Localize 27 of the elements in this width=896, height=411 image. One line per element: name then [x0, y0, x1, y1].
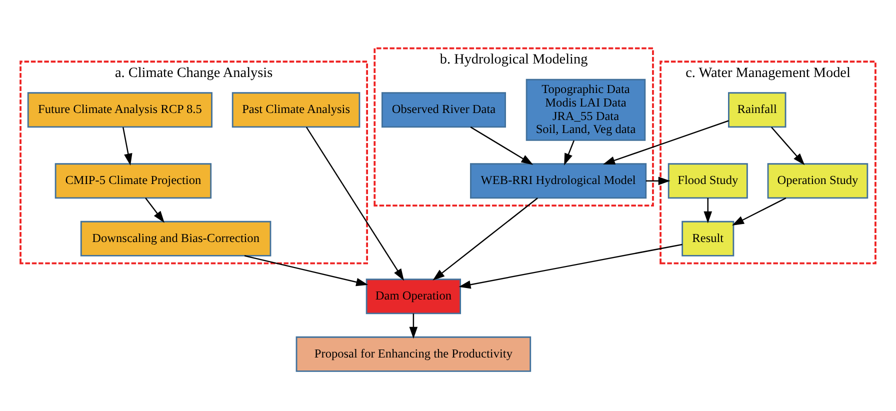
node-box: WEB-RRI Hydrological Model	[470, 162, 647, 198]
node-box: Dam Operation	[366, 278, 462, 314]
arrow	[732, 196, 786, 225]
node-box: Future Climate Analysis RCP 8.5	[27, 92, 212, 128]
arrow	[646, 176, 670, 185]
arrow	[470, 126, 534, 164]
node-box: CMIP-5 Climate Projection	[54, 162, 212, 198]
arrow	[244, 254, 368, 286]
node-box: Topographic Data Modis LAI Data JRA_55 Data Soil, Land, Veg data	[526, 78, 646, 140]
node-box: Result	[682, 220, 734, 256]
arrow	[145, 197, 164, 222]
arrow	[564, 140, 575, 165]
arrow	[122, 126, 132, 166]
arrow	[432, 197, 538, 280]
arrow	[306, 126, 404, 280]
node-box: Proposal for Enhancing the Productivity	[296, 336, 532, 372]
arrow	[603, 120, 729, 164]
arrow	[458, 243, 682, 288]
node-box: Rainfall	[728, 92, 786, 128]
arrow	[771, 126, 805, 165]
node-box: Past Climate Analysis	[232, 92, 360, 128]
node-box: Downscaling and Bias-Correction	[80, 220, 272, 256]
node-box: Operation Study	[767, 162, 868, 198]
node-box: Observed River Data	[382, 92, 506, 128]
arrow	[409, 313, 418, 338]
arrow	[704, 198, 712, 223]
node-box: Flood Study	[668, 162, 748, 198]
